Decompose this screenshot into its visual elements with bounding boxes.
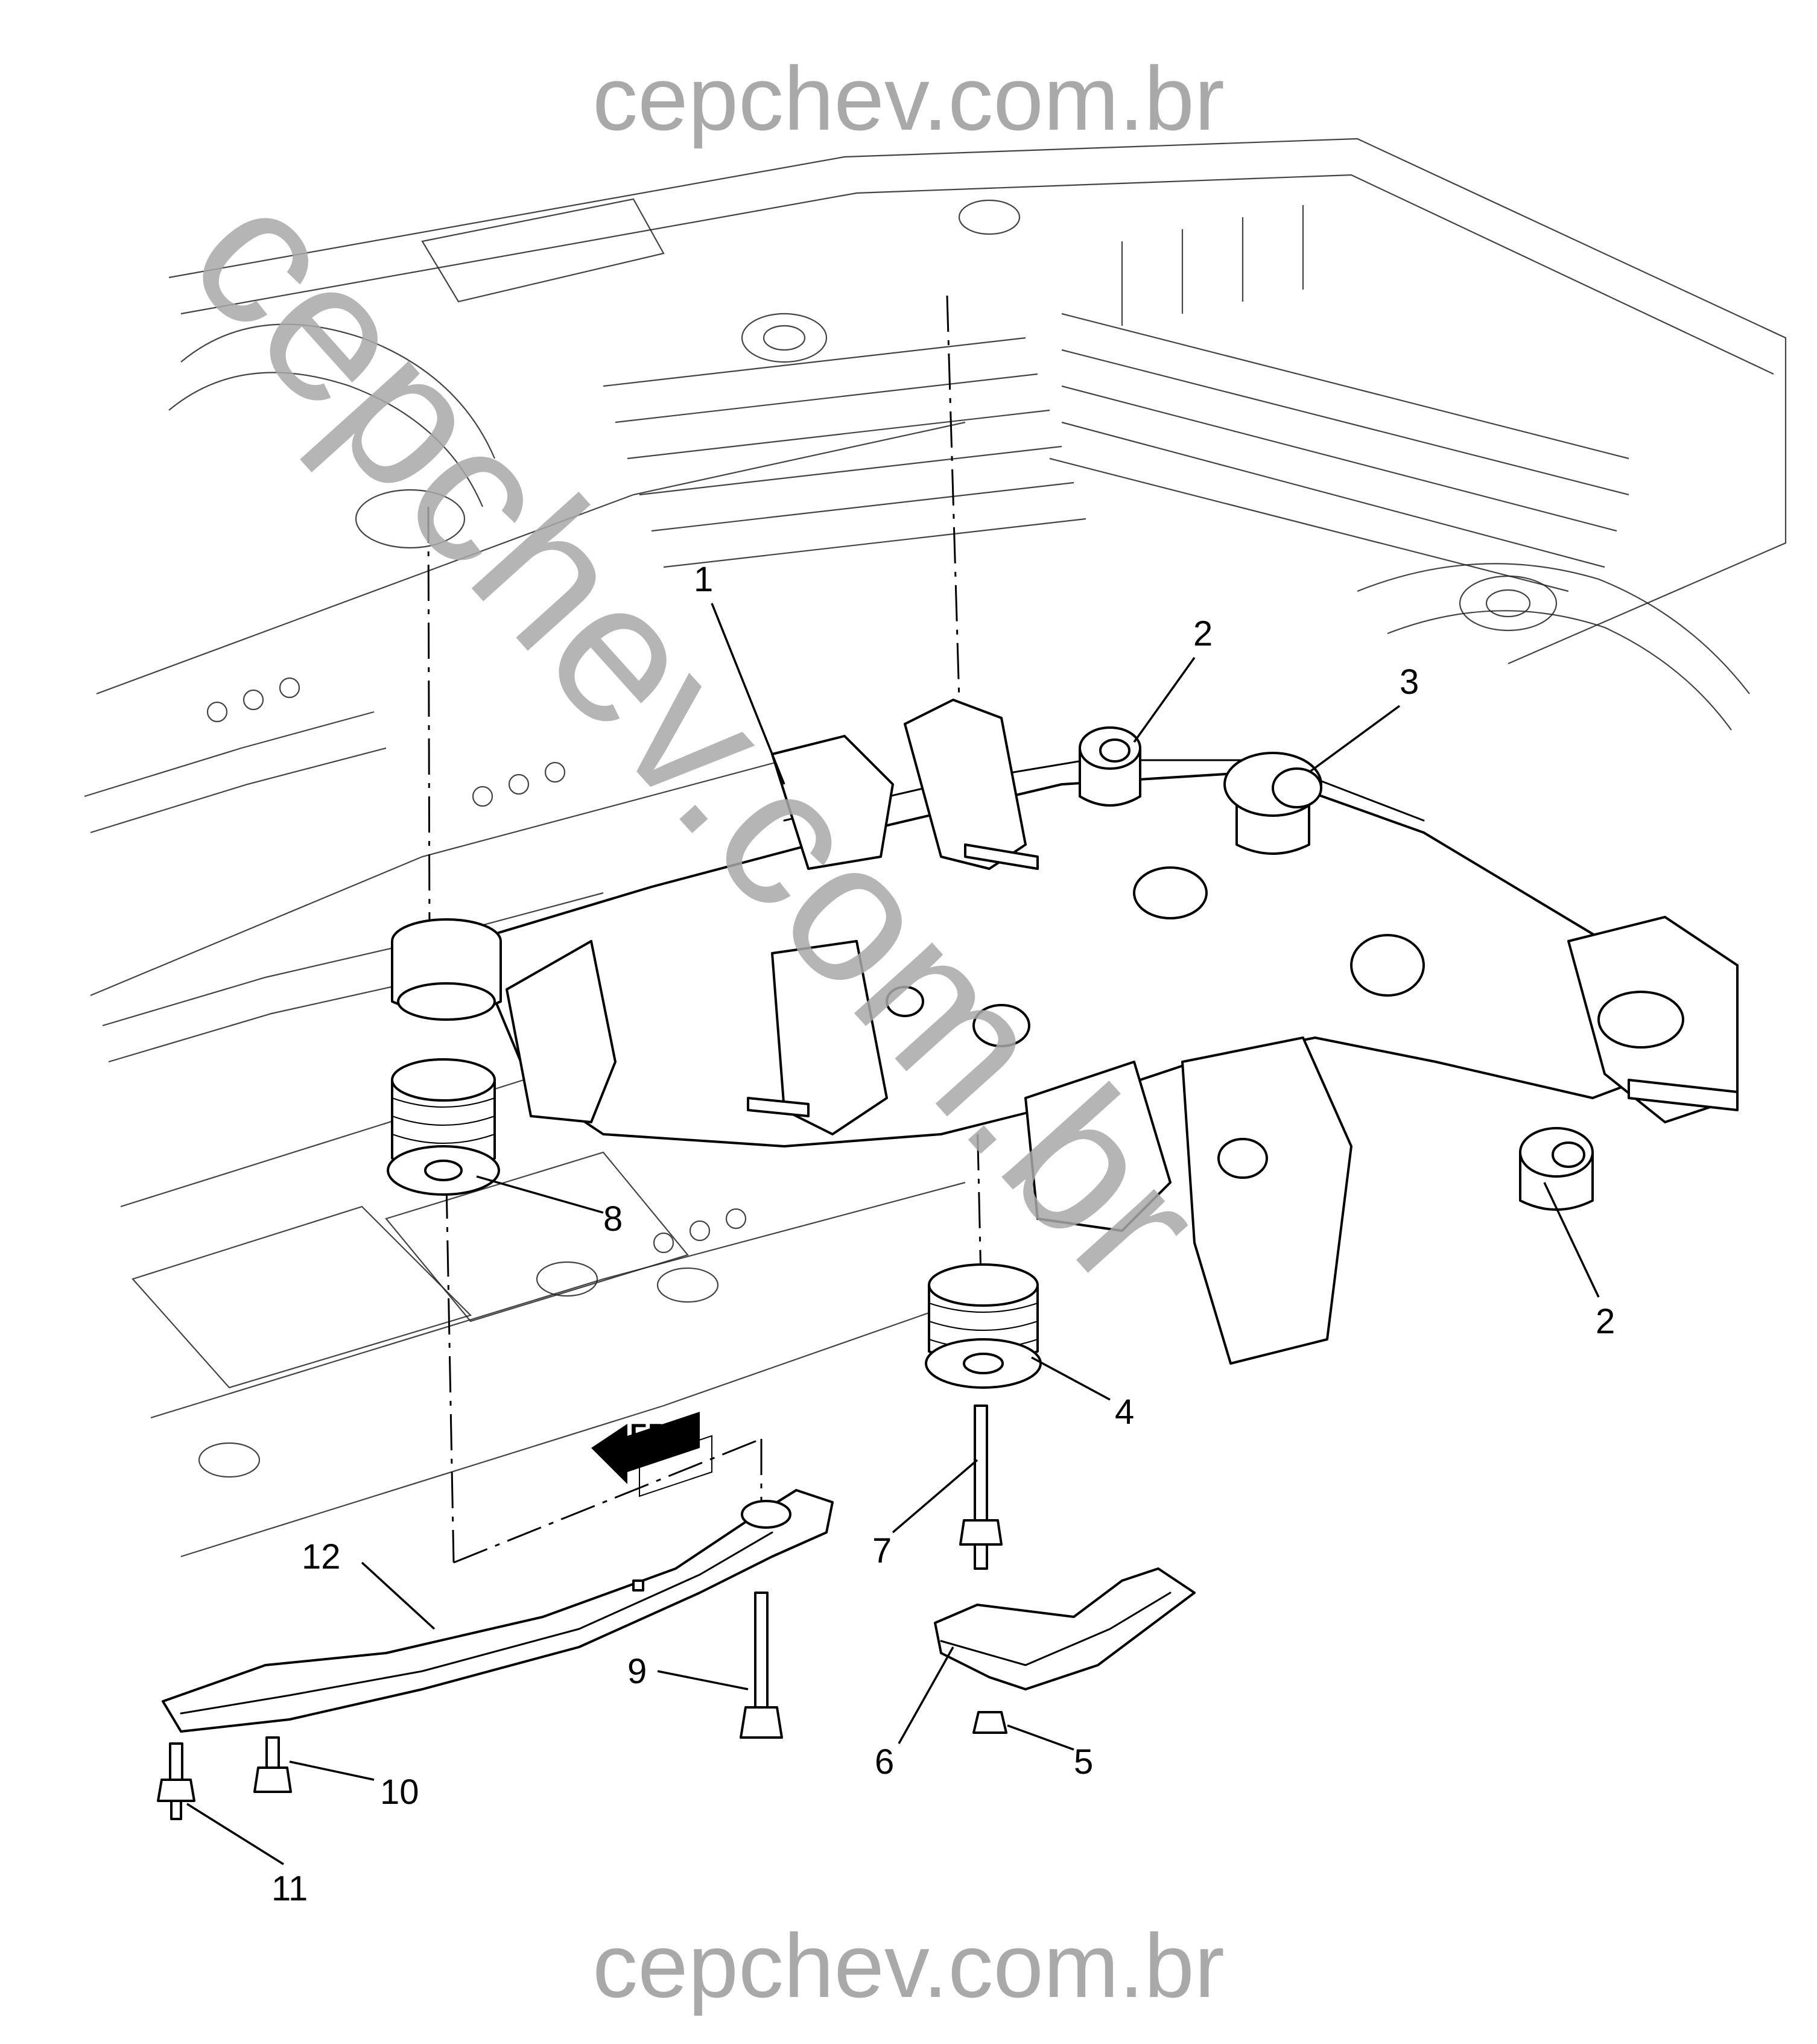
bracket-6	[934, 1567, 1196, 1690]
nut-5	[972, 1711, 1007, 1734]
callout-4: 4	[1115, 1392, 1134, 1432]
support-bar-12	[162, 1489, 834, 1733]
callout-12: 12	[302, 1537, 341, 1576]
front-label: FRT	[630, 1418, 687, 1449]
bolt-10	[253, 1736, 292, 1793]
callout-11: 11	[271, 1869, 308, 1908]
bushing-upper-right	[1079, 726, 1141, 807]
bolt-9	[740, 1592, 783, 1739]
subframe-mount-right	[925, 1263, 1042, 1389]
callout-7: 7	[872, 1531, 892, 1570]
callout-2-upper: 2	[1193, 614, 1213, 653]
bolt-11	[157, 1742, 195, 1820]
callout-10: 10	[380, 1773, 419, 1812]
subframe-mount-left	[387, 1058, 500, 1196]
front-arrow-icon	[591, 1412, 700, 1484]
watermark-diagonal: cepchev.com.br	[148, 145, 1245, 1328]
bushing-large-right	[1223, 752, 1322, 855]
bolt-long-7	[959, 1404, 1003, 1570]
callout-3: 3	[1400, 662, 1419, 702]
callout-9: 9	[627, 1652, 647, 1691]
rear-subframe	[391, 699, 1739, 1365]
callout-6: 6	[875, 1742, 894, 1782]
watermark-bottom: cepchev.com.br	[592, 1915, 1225, 2016]
leader-lines	[186, 603, 1600, 1865]
callout-numbers: 1 2 3 2 4 5 6 7 8 9 10 11 12	[271, 560, 1615, 1908]
front-direction-indicator: FRT	[591, 1412, 712, 1497]
bushing-lower-right	[1519, 1127, 1594, 1211]
callout-2-lower: 2	[1596, 1302, 1615, 1341]
vehicle-floor-pan	[84, 138, 1787, 1558]
watermark-top: cepchev.com.br	[592, 48, 1225, 149]
callout-1: 1	[694, 560, 713, 599]
callout-5: 5	[1074, 1742, 1093, 1782]
callout-8: 8	[603, 1199, 623, 1239]
